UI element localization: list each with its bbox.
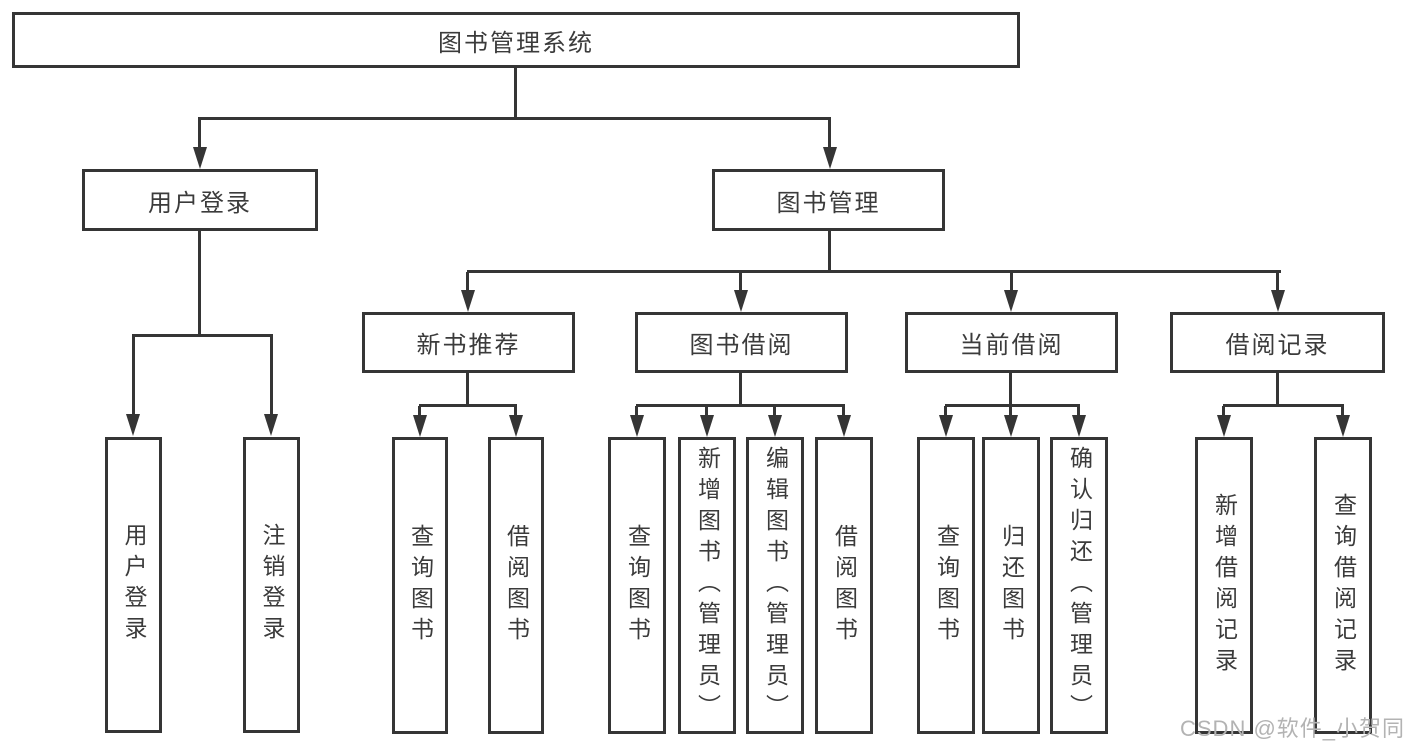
arrowhead-down-icon [1004, 415, 1018, 437]
node-book-borrow: 图书借阅 [635, 312, 848, 373]
leaf-return-books-label: 归还图书 [998, 523, 1025, 648]
connector-leaf-d3-drop [1077, 406, 1080, 416]
connector-leaf-c3-drop [773, 406, 776, 416]
leaf-add-borrow-record: 新增借阅记录 [1195, 437, 1253, 734]
arrowhead-down-icon [823, 147, 837, 169]
connector-current-borrow-drop [1010, 272, 1013, 292]
leaf-edit-books-admin-label: 编辑图书（管理员） [762, 446, 789, 725]
node-new-book-rec-label: 新书推荐 [416, 332, 521, 359]
arrowhead-down-icon [413, 415, 427, 437]
connector-group-c-stem [739, 373, 742, 406]
arrowhead-down-icon [939, 415, 953, 437]
connector-leaf-b2-drop [514, 406, 517, 416]
node-borrow-records: 借阅记录 [1170, 312, 1385, 373]
leaf-add-books-admin: 新增图书（管理员） [678, 437, 736, 734]
leaf-add-borrow-record-label: 新增借阅记录 [1211, 492, 1238, 679]
connector-leaf-a2-drop [270, 336, 273, 414]
node-book-mgmt-label: 图书管理 [776, 189, 881, 217]
leaf-edit-books-admin: 编辑图书（管理员） [746, 437, 804, 734]
arrowhead-down-icon [1217, 415, 1231, 437]
arrowhead-down-icon [461, 290, 475, 312]
leaf-query-books-current-label: 查询图书 [933, 523, 960, 648]
connector-group-a-stem [198, 231, 201, 336]
leaf-query-books-borrow: 查询图书 [608, 437, 666, 734]
node-book-mgmt: 图书管理 [712, 169, 945, 231]
leaf-query-books-borrow-label: 查询图书 [624, 523, 651, 648]
connector-user-login-drop [198, 119, 201, 149]
leaf-return-books: 归还图书 [982, 437, 1040, 734]
connector-leaf-d1-drop [944, 406, 947, 416]
connector-group-d-stem [1009, 373, 1012, 406]
connector-group-b-stem [466, 373, 469, 406]
arrowhead-down-icon [1004, 290, 1018, 312]
node-new-book-rec: 新书推荐 [362, 312, 575, 373]
arrowhead-down-icon [700, 415, 714, 437]
leaf-query-borrow-record: 查询借阅记录 [1314, 437, 1372, 734]
leaf-borrow-books: 借阅图书 [815, 437, 873, 734]
node-user-login-label: 用户登录 [148, 189, 252, 217]
arrowhead-down-icon [1271, 290, 1285, 312]
leaf-borrow-books-rec: 借阅图书 [488, 437, 544, 734]
leaf-confirm-return-admin-label: 确认归还（管理员） [1066, 446, 1093, 725]
node-root-system-label: 图书管理系统 [438, 29, 594, 57]
connector-level2-hline [198, 117, 831, 120]
arrowhead-down-icon [193, 147, 207, 169]
connector-group-e-hline [1223, 404, 1344, 407]
leaf-user-login: 用户登录 [105, 437, 162, 733]
leaf-borrow-books-rec-label: 借阅图书 [503, 523, 530, 648]
csdn-watermark: CSDN @软件_小贺同学 [1180, 716, 1405, 741]
connector-leaf-b1-drop [418, 406, 421, 416]
leaf-confirm-return-admin: 确认归还（管理员） [1050, 437, 1108, 734]
leaf-borrow-books-label: 借阅图书 [831, 523, 858, 648]
leaf-query-books-rec: 查询图书 [392, 437, 448, 734]
leaf-query-books-rec-label: 查询图书 [407, 523, 434, 648]
connector-book-borrow-drop [739, 272, 742, 292]
arrowhead-down-icon [126, 414, 140, 436]
connector-group-b-hline [419, 404, 517, 407]
connector-leaf-c4-drop [842, 406, 845, 416]
connector-leaf-a1-drop [132, 336, 135, 414]
connector-book-mgmt-drop [828, 119, 831, 149]
leaf-query-books-current: 查询图书 [917, 437, 975, 734]
connector-leaf-e2-drop [1341, 406, 1344, 416]
arrowhead-down-icon [264, 414, 278, 436]
arrowhead-down-icon [837, 415, 851, 437]
leaf-logout-label: 注销登录 [259, 523, 285, 647]
connector-leaf-d2-drop [1009, 406, 1012, 416]
arrowhead-down-icon [509, 415, 523, 437]
connector-level3-hline [467, 270, 1281, 273]
connector-new-book-rec-drop [466, 272, 469, 292]
leaf-query-borrow-record-label: 查询借阅记录 [1330, 492, 1357, 679]
connector-group-c-hline [636, 404, 845, 407]
connector-leaf-c1-drop [635, 406, 638, 416]
connector-group-d-hline [945, 404, 1080, 407]
connector-book-mgmt-stem [828, 231, 831, 272]
node-current-borrow-label: 当前借阅 [959, 332, 1064, 359]
connector-leaf-c2-drop [705, 406, 708, 416]
connector-root-stem [514, 68, 517, 119]
arrowhead-down-icon [1336, 415, 1350, 437]
node-current-borrow: 当前借阅 [905, 312, 1118, 373]
node-book-borrow-label: 图书借阅 [689, 332, 794, 359]
arrowhead-down-icon [734, 290, 748, 312]
connector-borrow-records-drop [1276, 272, 1279, 292]
arrowhead-down-icon [1072, 415, 1086, 437]
connector-leaf-e1-drop [1222, 406, 1225, 416]
leaf-user-login-label: 用户登录 [121, 523, 147, 647]
node-borrow-records-label: 借阅记录 [1225, 332, 1330, 359]
leaf-logout: 注销登录 [243, 437, 300, 733]
arrowhead-down-icon [768, 415, 782, 437]
leaf-add-books-admin-label: 新增图书（管理员） [694, 446, 721, 725]
node-root-system: 图书管理系统 [12, 12, 1020, 68]
arrowhead-down-icon [630, 415, 644, 437]
node-user-login: 用户登录 [82, 169, 318, 231]
connector-group-a-hline [132, 334, 273, 337]
connector-group-e-stem [1276, 373, 1279, 406]
